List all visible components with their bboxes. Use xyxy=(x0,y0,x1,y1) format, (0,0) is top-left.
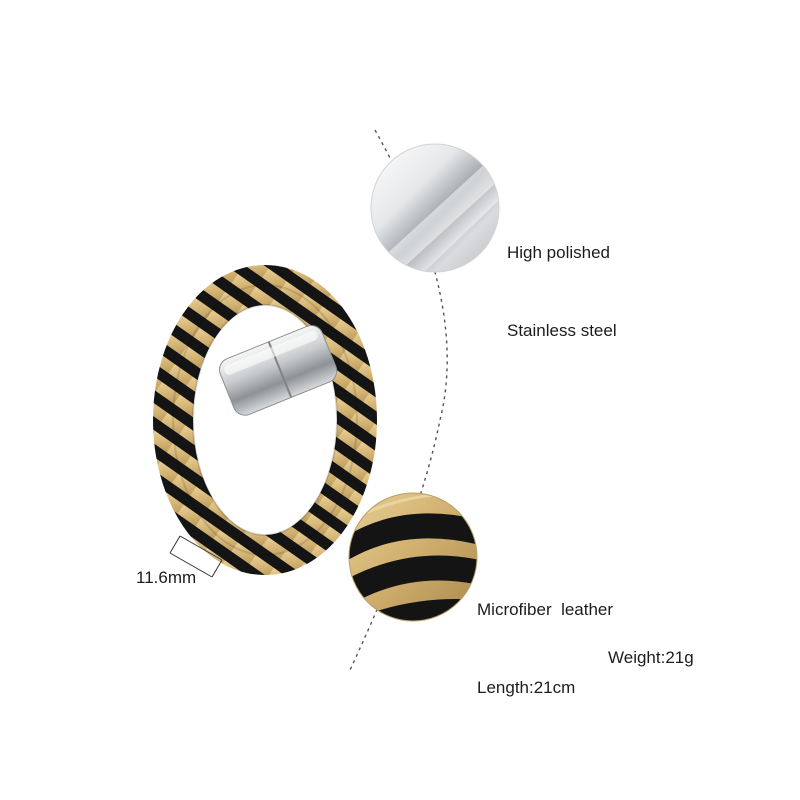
width-indicator xyxy=(169,535,223,578)
steel-detail-circle xyxy=(370,143,500,273)
weight-label: Weight:21g xyxy=(608,648,694,667)
steel-line-1: High polished xyxy=(507,243,611,262)
steel-feature-label: High polished Stainless steel xyxy=(507,188,617,370)
clasp xyxy=(219,325,338,416)
bracelet-image xyxy=(153,265,377,575)
leather-line-1: Microfiber leather xyxy=(477,600,614,619)
leather-feature-label: Microfiber leather Length:21cm xyxy=(477,545,613,727)
steel-line-2: Stainless steel xyxy=(507,321,617,340)
leather-detail-circle xyxy=(348,492,478,622)
band-width-label: 11.6mm xyxy=(136,568,197,587)
leather-line-2: Length:21cm xyxy=(477,678,576,697)
